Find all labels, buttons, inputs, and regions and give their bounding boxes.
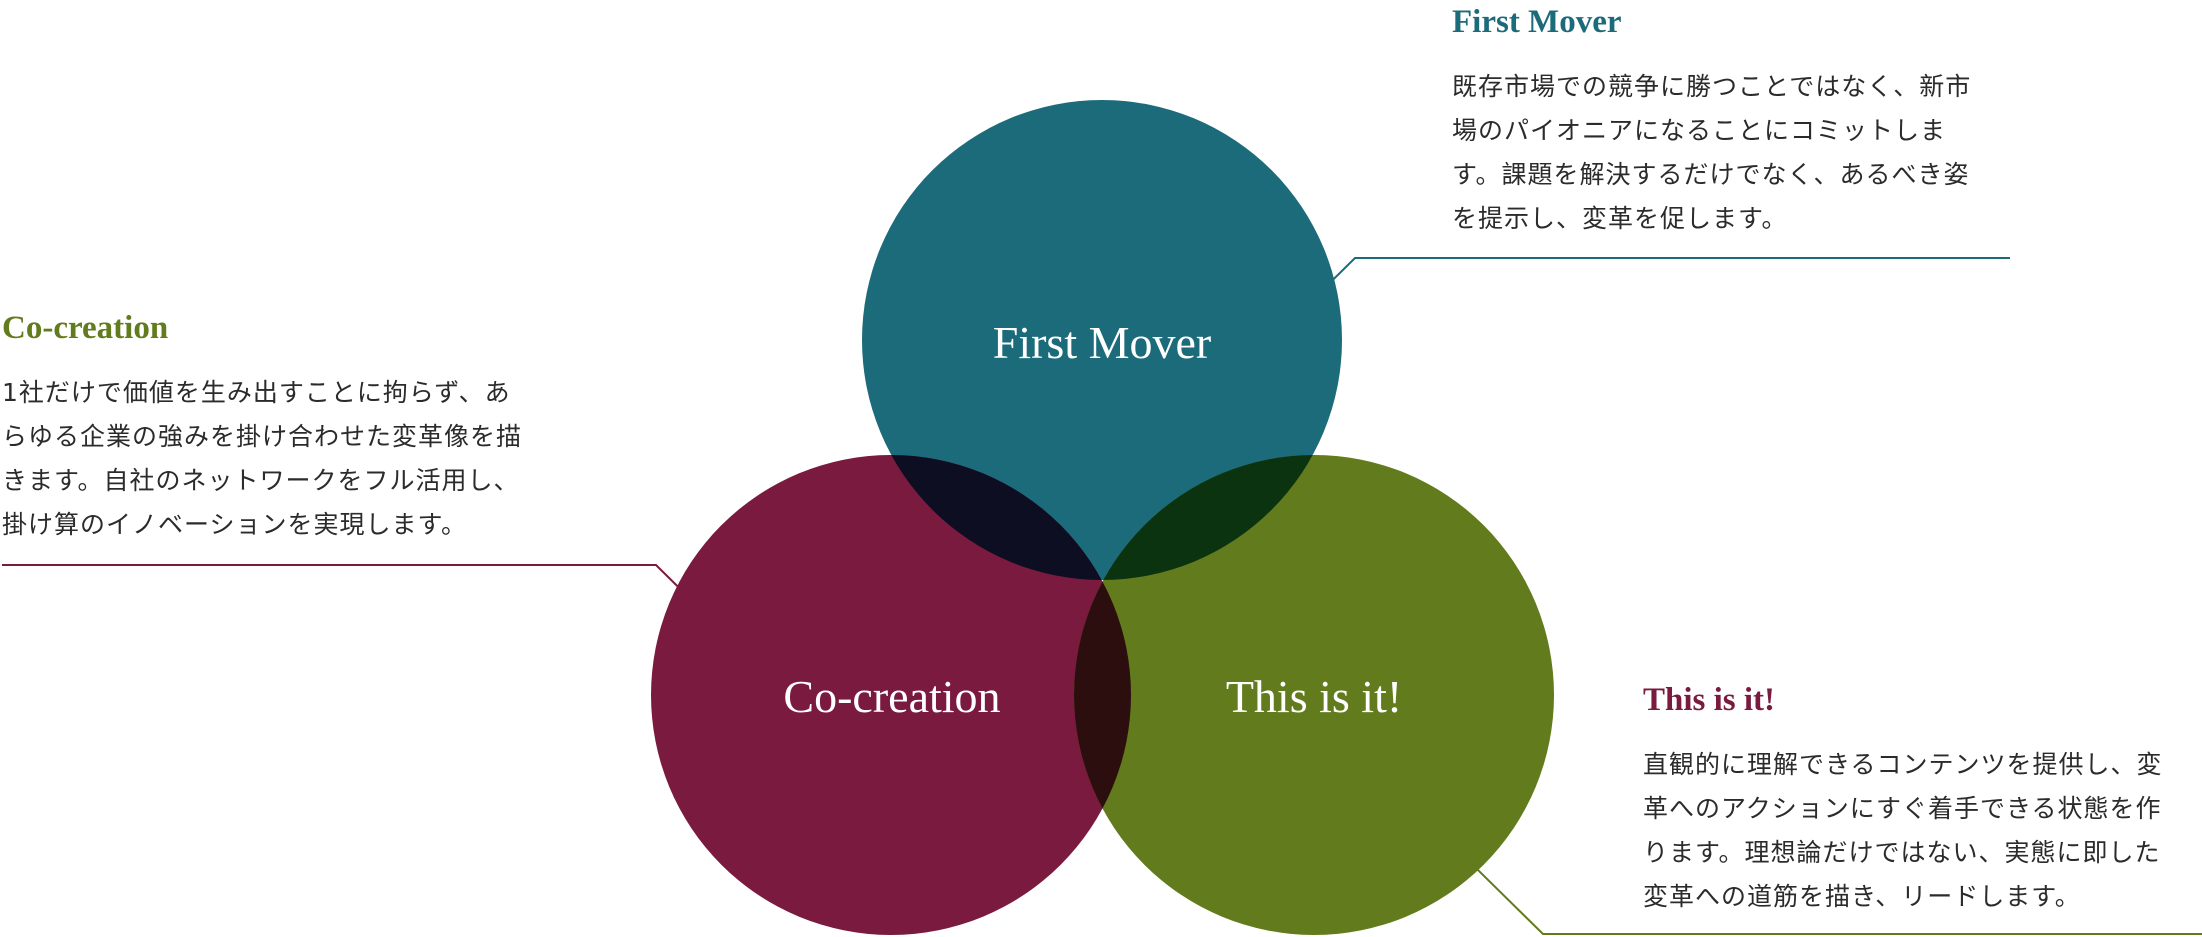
callout-title-first-mover: First Mover — [1452, 4, 1622, 40]
callout-first-mover: First Mover 既存市場での競争に勝つことではなく、新市 場のパイオニア… — [1452, 6, 2012, 241]
circle-label-first-mover: First Mover — [993, 317, 1212, 368]
callout-body-co-creation: 1社だけで価値を生み出すことに拘らず、あ らゆる企業の強みを掛け合わせた変革像を… — [2, 371, 567, 547]
callout-line: 掛け算のイノベーションを実現します。 — [2, 510, 468, 539]
circle-label-co-creation: Co-creation — [783, 671, 1000, 722]
callout-line: 革へのアクションにすぐ着手できる状態を作 — [1643, 794, 2162, 823]
leader-line-this-is-it — [1417, 810, 2202, 935]
callout-line: 場のパイオニアになることにコミットしま — [1452, 116, 1947, 145]
leader-line-first-mover — [1267, 257, 2010, 345]
circle-label-this-is-it: This is it! — [1226, 671, 1402, 722]
callout-this-is-it: This is it! 直観的に理解できるコンテンツを提供し、変 革へのアクショ… — [1643, 684, 2202, 919]
callout-title-co-creation: Co-creation — [2, 310, 169, 346]
callout-line: ります。理想論だけではない、実態に即した — [1643, 838, 2161, 867]
callout-line: 直観的に理解できるコンテンツを提供し、変 — [1643, 750, 2163, 779]
circle-this-is-it — [1074, 455, 1554, 935]
callout-line: 変革への道筋を描き、リードします。 — [1643, 882, 2081, 911]
callout-body-this-is-it: 直観的に理解できるコンテンツを提供し、変 革へのアクションにすぐ着手できる状態を… — [1643, 743, 2202, 919]
callout-title-this-is-it: This is it! — [1643, 682, 1776, 718]
callout-line: きます。自社のネットワークをフル活用し、 — [2, 466, 520, 495]
circle-first-mover — [862, 100, 1342, 580]
circle-co-creation — [651, 455, 1131, 935]
callout-line: 既存市場での競争に勝つことではなく、新市 — [1452, 72, 1972, 101]
callout-co-creation: Co-creation 1社だけで価値を生み出すことに拘らず、あ らゆる企業の強… — [2, 312, 567, 547]
callout-body-first-mover: 既存市場での競争に勝つことではなく、新市 場のパイオニアになることにコミットしま… — [1452, 65, 2012, 241]
callout-line: らゆる企業の強みを掛け合わせた変革像を描 — [2, 422, 523, 451]
callout-line: を提示し、変革を促します。 — [1452, 204, 1788, 233]
callout-line: す。課題を解決するだけでなく、あるべき姿 — [1452, 160, 1970, 189]
callout-line: 1社だけで価値を生み出すことに拘らず、あ — [2, 378, 511, 407]
leader-line-co-creation — [2, 564, 744, 652]
